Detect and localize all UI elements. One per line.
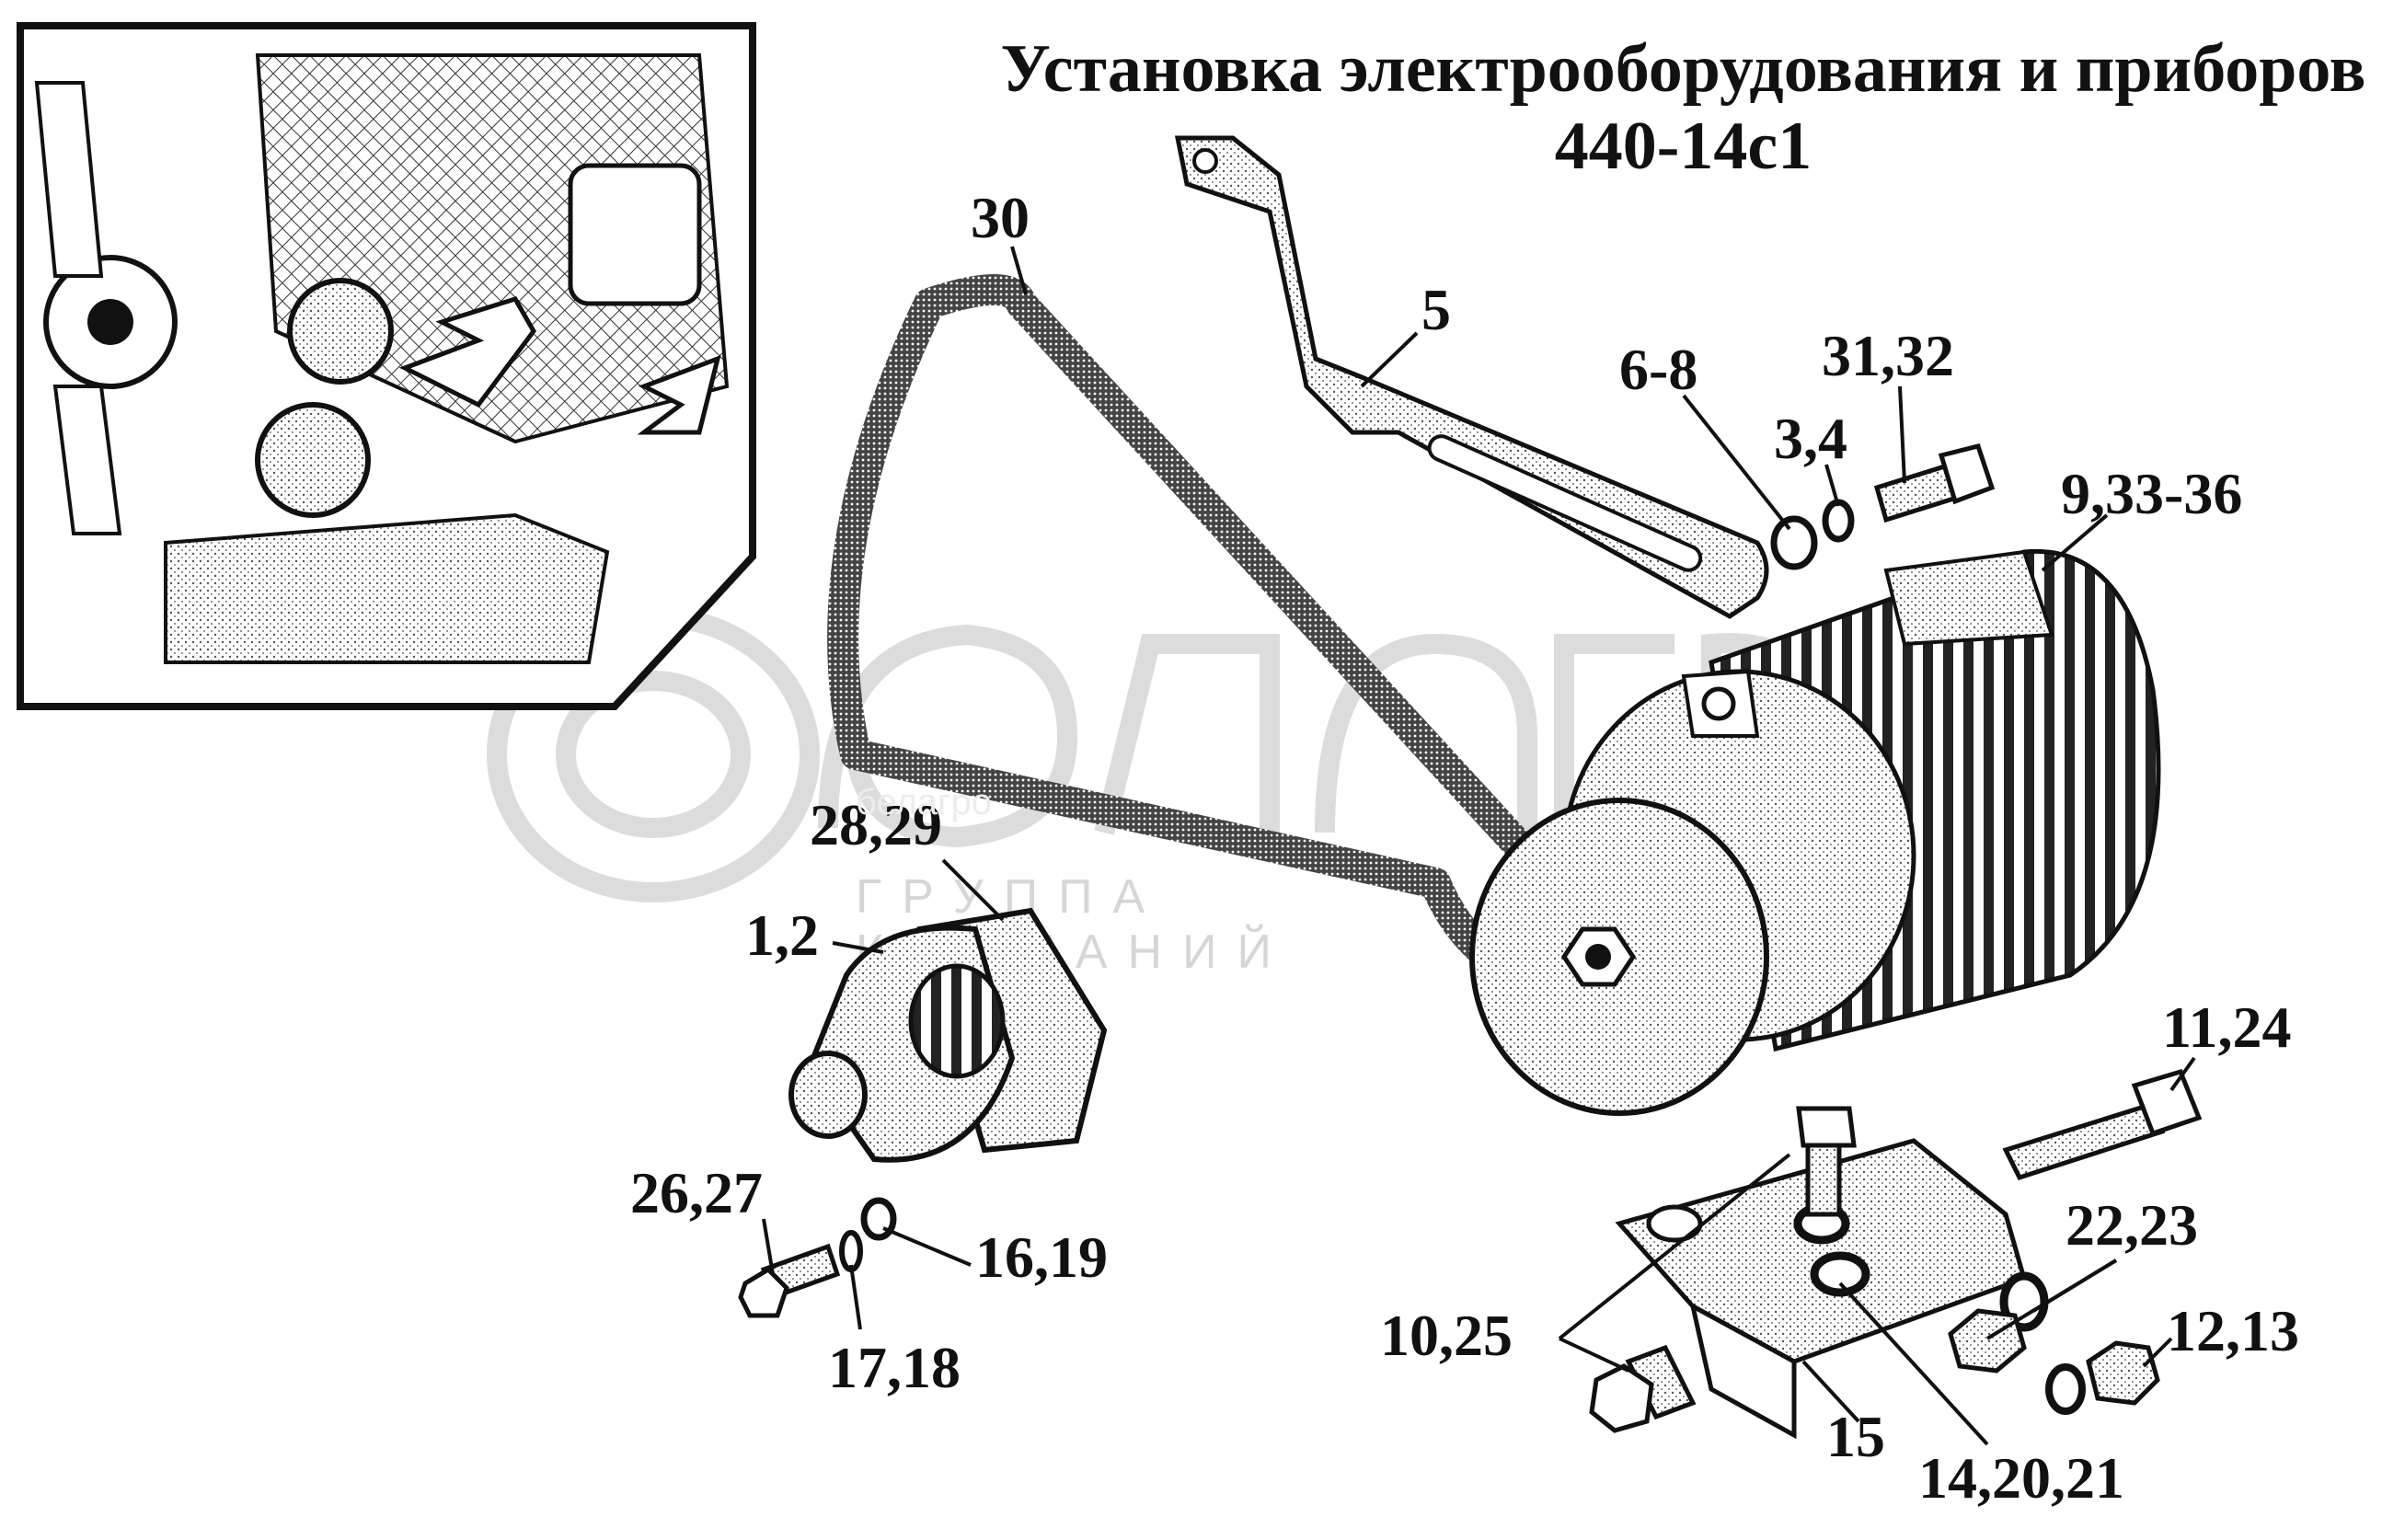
callout-16-19: 16,19 — [975, 1224, 1108, 1290]
generator-top — [1883, 549, 2054, 647]
nut-12-13 — [2086, 1340, 2160, 1406]
callout-14-20-21: 14,20,21 — [1918, 1445, 2124, 1511]
callout-5: 5 — [1421, 277, 1451, 342]
leader-11-24 — [2169, 1056, 2196, 1092]
bracket-leg — [1689, 1302, 1797, 1440]
leader-26-27 — [762, 1218, 775, 1275]
callout-1-2: 1,2 — [745, 902, 819, 968]
drive-belt — [827, 274, 1653, 999]
inset-arrow-2 — [637, 354, 721, 435]
leader-30 — [1010, 246, 1028, 295]
leader-lines — [762, 246, 2196, 1446]
bracket-slot-hole — [1646, 1204, 1703, 1243]
callout-9-33-36: 9,33-36 — [2061, 461, 2243, 526]
leader-17-18 — [849, 1264, 862, 1330]
leader-1-2 — [832, 941, 884, 954]
leader-16-19 — [882, 1226, 972, 1267]
bolt-10-thread — [1805, 1138, 1842, 1217]
callout-28-29: 28,29 — [810, 792, 942, 857]
leader-3-4 — [1824, 464, 1840, 507]
fan-blade — [52, 385, 122, 535]
nut-22-23 — [1948, 1308, 2027, 1373]
callout-10-25: 10,25 — [1380, 1303, 1513, 1368]
fan-blade-upper — [34, 81, 104, 278]
callout-30: 30 — [971, 185, 1030, 250]
diagram-model-code: 440-14с1 — [1554, 109, 1812, 184]
engine-inset — [17, 22, 756, 710]
washer-6-8 — [1770, 515, 1818, 570]
leader-28-29 — [941, 858, 1005, 922]
generator-ear-hole — [1701, 686, 1736, 721]
inset-arrow — [398, 296, 536, 408]
leader-6-8 — [1682, 394, 1791, 531]
callout-11-24: 11,24 — [2162, 994, 2292, 1060]
callout-22-23: 22,23 — [2066, 1192, 2198, 1258]
watermark-brand: белагро — [856, 782, 993, 822]
leader-5 — [1360, 331, 1419, 388]
diagram-title: Установка электрооборудования и приборов — [1000, 31, 2366, 107]
oil-pan — [164, 512, 610, 664]
fan-hub — [87, 299, 133, 345]
bracket-slot — [1427, 434, 1703, 572]
pump-cap — [788, 1051, 868, 1139]
bolt-11-24-head — [2131, 1068, 2203, 1137]
leader-15 — [1801, 1360, 1860, 1423]
oil-filter — [568, 163, 702, 306]
washer-17-18 — [839, 1230, 863, 1272]
callout-26-27: 26,27 — [630, 1160, 763, 1225]
callout-6-8: 6-8 — [1619, 337, 1698, 402]
tension-bracket — [1174, 135, 1769, 619]
lock-washer-3-4 — [1822, 499, 1855, 543]
bolt-31-32-head — [1938, 443, 1996, 505]
bolt-10-head — [1796, 1106, 1857, 1148]
bolt-11-24-thread — [2002, 1100, 2166, 1181]
leader-9-33-36 — [2041, 513, 2109, 572]
callout-3-4: 3,4 — [1774, 406, 1847, 471]
alternator-small — [287, 278, 394, 385]
bolt-26-27-head — [738, 1266, 789, 1318]
callout-12-13: 12,13 — [2167, 1298, 2299, 1363]
crank-pulley — [255, 402, 371, 518]
leader-31-32 — [1898, 385, 1906, 484]
bracket-hole — [1192, 148, 1218, 174]
leader-14-20-21 — [1838, 1281, 1989, 1446]
bolt-25-head — [1589, 1363, 1654, 1433]
callout-17-18: 17,18 — [828, 1335, 961, 1400]
generator — [1469, 548, 2161, 1116]
washer-20 — [1810, 1251, 1870, 1297]
leader-12-13 — [2142, 1337, 2173, 1368]
pulley-shaft — [1585, 944, 1611, 970]
washer-12-13 — [2045, 1363, 2086, 1415]
leader-22-23-b — [1985, 1258, 2118, 1340]
leader-10-25-b — [1559, 1337, 1629, 1373]
callout-31-32: 31,32 — [1822, 323, 1954, 388]
callout-15: 15 — [1826, 1404, 1885, 1469]
pump-spline — [908, 963, 1006, 1079]
leader-10-25-a — [1558, 1153, 1791, 1340]
